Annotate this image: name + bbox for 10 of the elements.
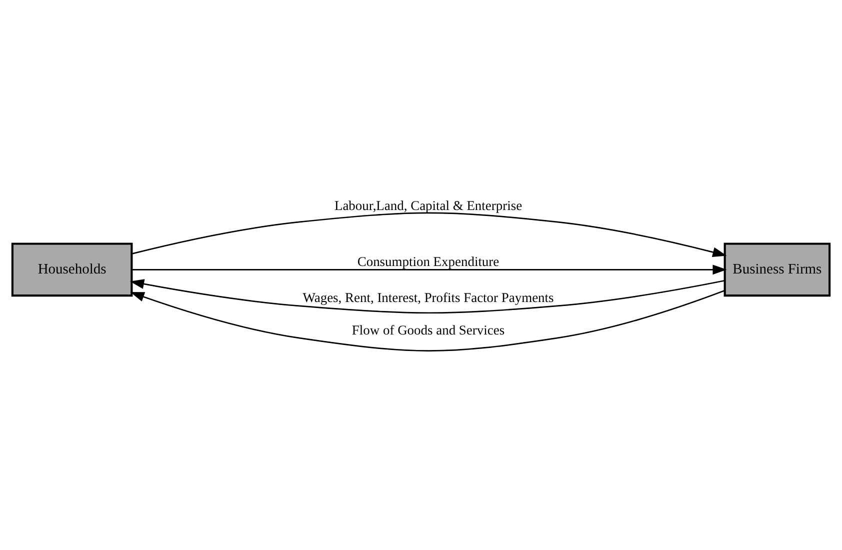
edge-label: Flow of Goods and Services — [352, 322, 505, 338]
node-box: Business Firms — [724, 242, 831, 297]
node-box: Households — [11, 242, 133, 297]
edge-label: Wages, Rent, Interest, Profits Factor Payments — [302, 290, 554, 306]
arrow — [130, 290, 725, 352]
edge-label: Consumption Expenditure — [357, 254, 500, 269]
arrow — [130, 279, 725, 314]
edge-label: Labour,Land, Capital & Enterprise — [334, 198, 522, 213]
arrow — [132, 212, 727, 257]
arrow — [132, 264, 727, 275]
